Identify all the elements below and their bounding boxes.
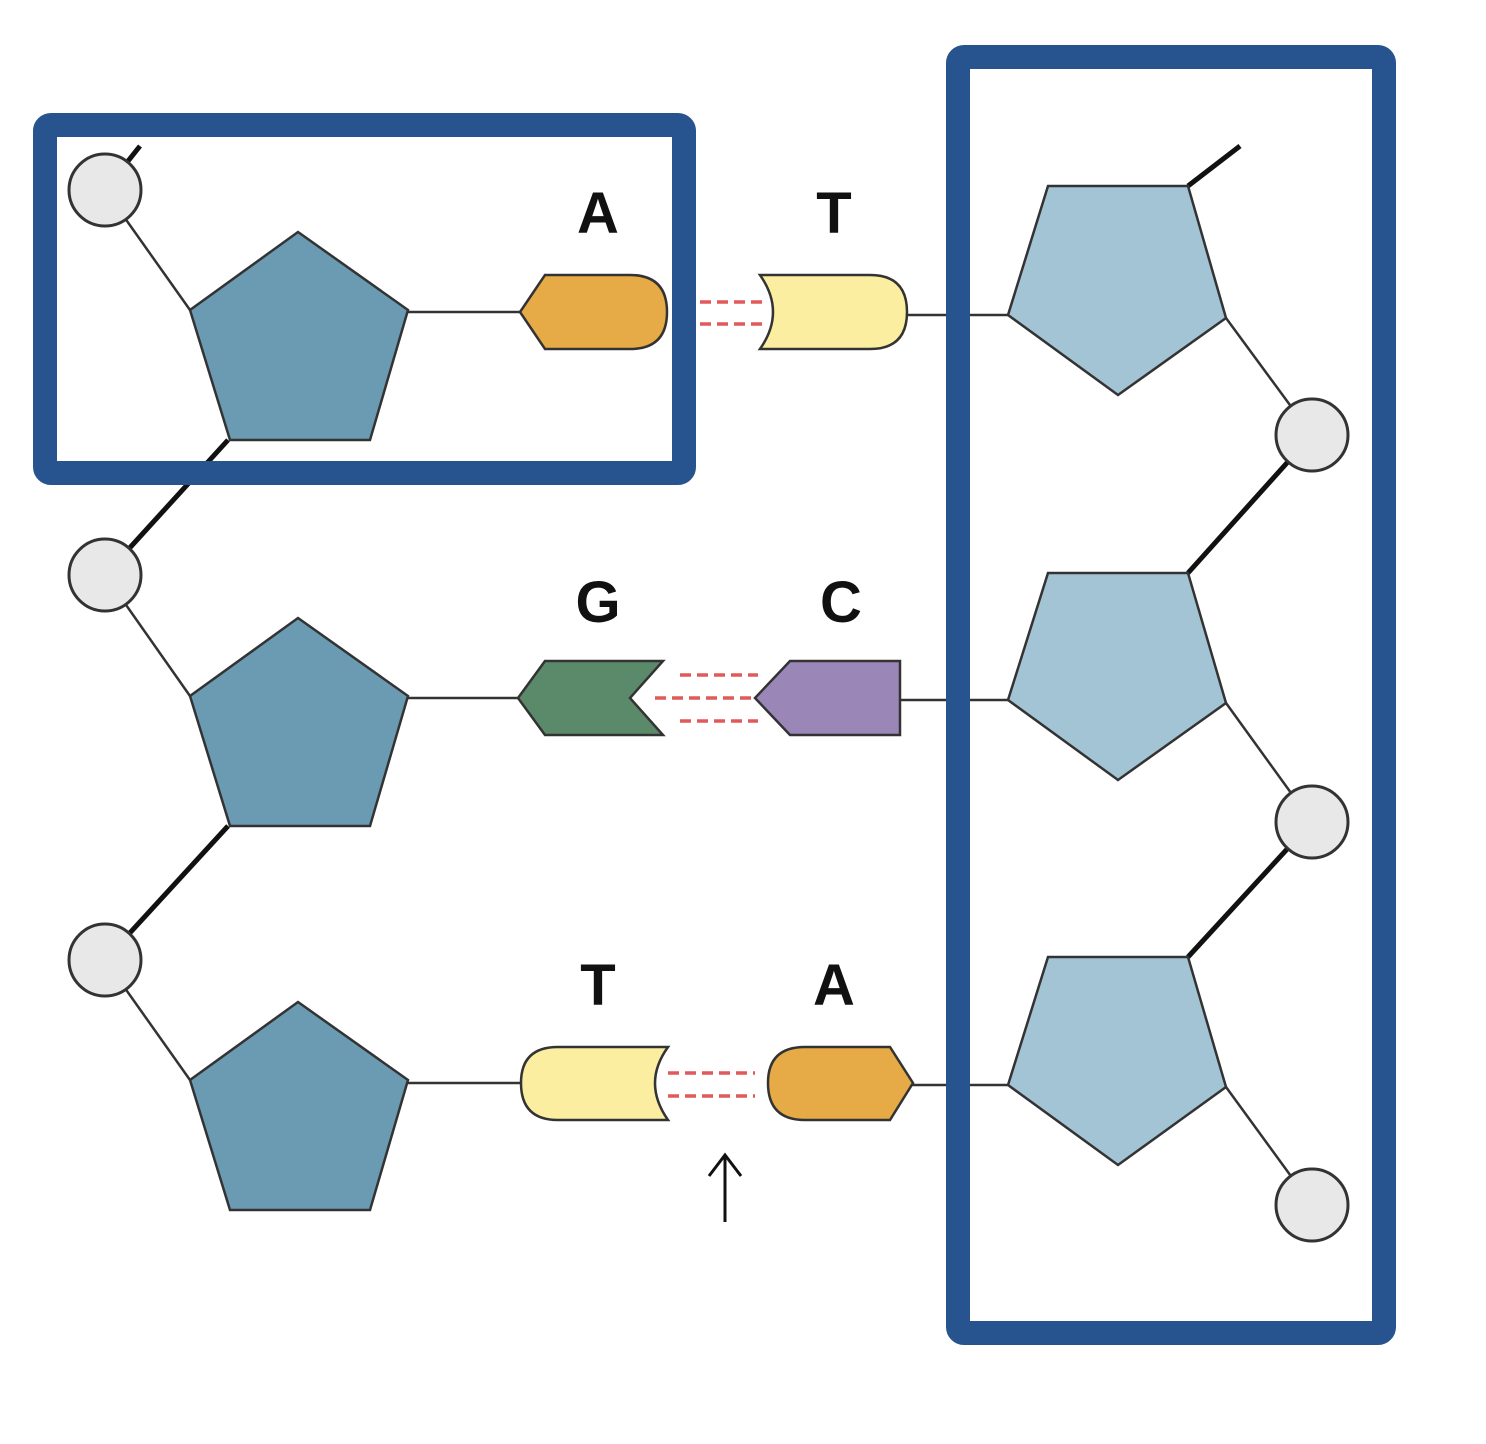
right-phosphates [1274,397,1350,1243]
deoxyribose-sugar [1006,571,1228,782]
deoxyribose-sugar [188,616,410,828]
adenine-base [518,273,669,351]
strand-highlight-box [946,45,1396,1345]
phosphate-circle [67,922,143,998]
left-phosphates [67,152,143,998]
base-letter-c: C [820,570,862,635]
base-letter-a: A [577,181,619,246]
phosphate-circle [1274,397,1350,473]
base-pair-row-2: G C [516,570,902,737]
base-letter-t: T [816,181,851,246]
hydrogen-bonds [668,1071,755,1098]
right-backbone-bond [1186,144,1242,188]
cytosine-base [753,659,902,737]
up-arrow-icon [707,1152,743,1222]
phosphate-circle [67,537,143,613]
adenine-base [766,1045,915,1122]
thymine-base [519,1045,671,1122]
phosphate-circle [1274,784,1350,860]
deoxyribose-sugar [188,1000,410,1212]
deoxyribose-sugar [1006,184,1228,397]
hydrogen-bonds [700,300,768,326]
phosphate-circle [1274,1167,1350,1243]
phosphate-circle [67,152,143,228]
base-letter-g: G [575,570,620,635]
nucleotide-highlight-box [33,113,696,485]
thymine-base [757,273,909,351]
right-sugars [1006,184,1228,1167]
deoxyribose-sugar [1006,955,1228,1167]
base-pair-row-1: A T [518,181,909,351]
base-letter-a: A [813,953,855,1018]
base-letter-t: T [580,953,615,1018]
left-sugars [188,230,410,1212]
deoxyribose-sugar [188,230,410,442]
hydrogen-bonds [655,673,758,723]
guanine-base [516,659,666,737]
base-pair-row-3: T A [519,953,915,1122]
